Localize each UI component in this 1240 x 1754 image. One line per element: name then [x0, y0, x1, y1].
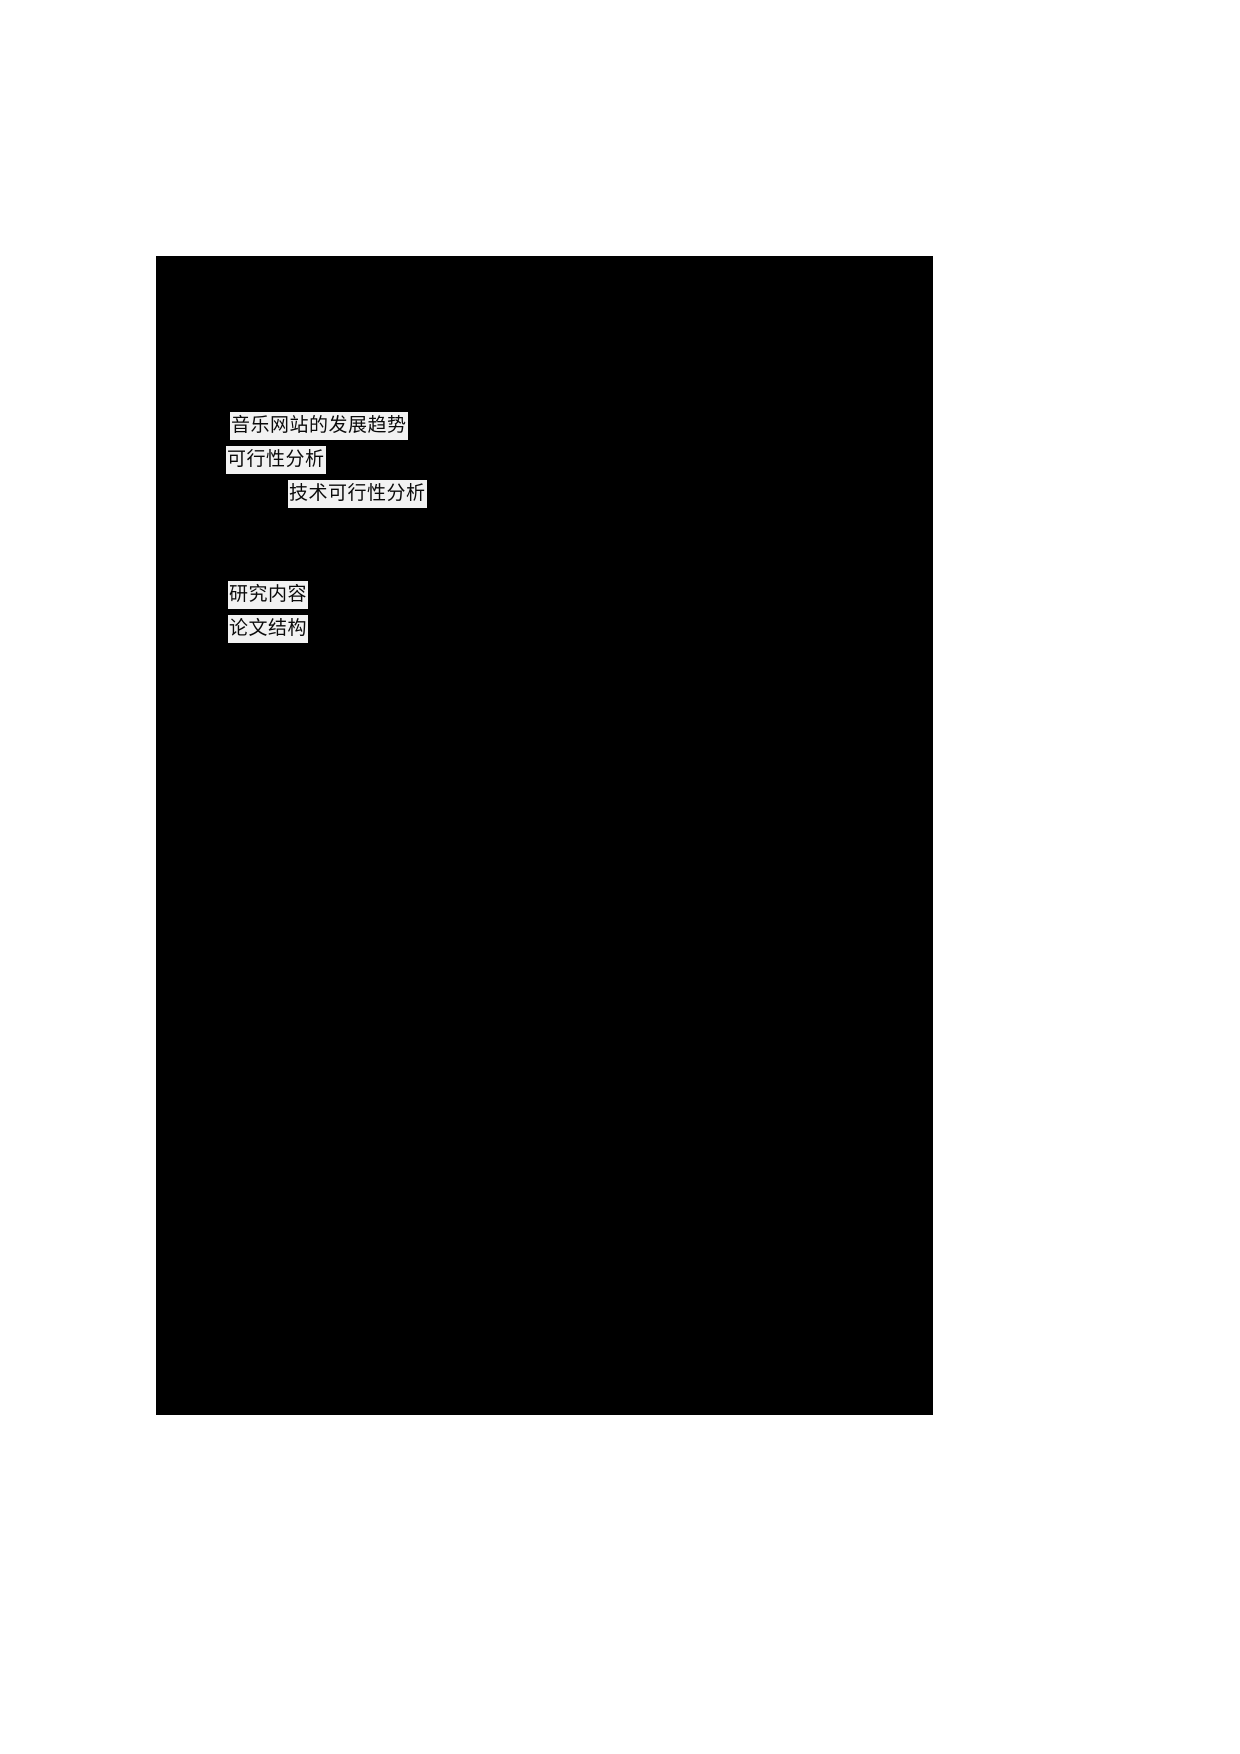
outline-line-2: 可行性分析 — [226, 446, 326, 474]
outline-line-4: 研究内容 — [228, 581, 309, 609]
redacted-content-block: 音乐网站的发展趋势 可行性分析 技术可行性分析 研究内容 论文结构 — [156, 256, 933, 1415]
outline-line-1: 音乐网站的发展趋势 — [230, 412, 408, 440]
outline-line-3: 技术可行性分析 — [288, 480, 427, 508]
outline-line-5: 论文结构 — [228, 615, 309, 643]
